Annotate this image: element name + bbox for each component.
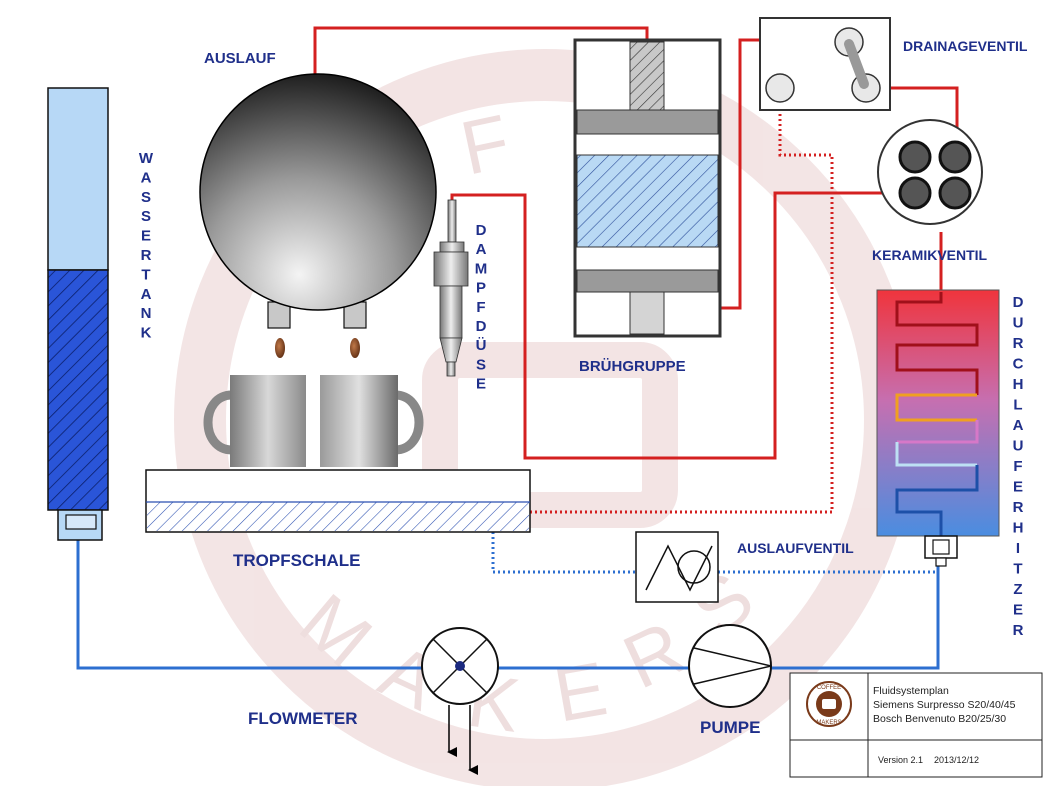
label-auslauf: AUSLAUF <box>204 50 276 67</box>
label-keramikventil: KERAMIKVENTIL <box>872 247 988 263</box>
label-pumpe: PUMPE <box>700 718 760 737</box>
hot-water-lines <box>313 26 959 460</box>
drain-dotted-line <box>530 104 834 514</box>
brew-group-line <box>720 38 760 310</box>
brew-group <box>573 38 722 338</box>
overflow-dotted-line <box>491 532 938 574</box>
label-tropfschale: TROPFSCHALE <box>233 551 361 570</box>
coffee-drop <box>350 338 360 358</box>
tank-to-pump-line <box>76 538 940 670</box>
logo-text-top: COFFEE <box>817 685 841 691</box>
watermark-letter: R <box>611 605 697 705</box>
version-text: Version 2.1 <box>878 755 923 765</box>
date-text: 2013/12/12 <box>934 755 979 765</box>
flowmeter <box>421 627 499 775</box>
drain-valve <box>759 17 891 111</box>
pump <box>688 624 772 708</box>
title-line-2: Siemens Surpresso S20/40/45 <box>873 699 1016 711</box>
title-block: COFFEE MAKERS Fluidsystemplan Siemens Su… <box>789 672 1043 778</box>
label-bruehgruppe: BRÜHGRUPPE <box>579 358 686 375</box>
boiler <box>199 73 437 358</box>
title-line-3: Bosch Benvenuto B20/25/30 <box>873 713 1006 725</box>
steam-line <box>450 191 900 460</box>
drip-tray <box>145 469 531 533</box>
ceramic-valve <box>877 119 983 225</box>
steam-nozzle <box>433 199 469 377</box>
cold-water-lines <box>76 538 940 670</box>
coffee-makers-logo: COFFEE MAKERS <box>806 681 852 727</box>
logo-text-bottom: MAKERS <box>816 720 841 726</box>
drain-valve-to-ceramic <box>880 86 959 140</box>
watermark-letter: F <box>454 99 517 192</box>
outlet-valve <box>635 531 719 603</box>
title-line-1: Fluidsystemplan <box>873 685 949 697</box>
cups <box>203 375 424 467</box>
label-auslaufventil: AUSLAUFVENTIL <box>737 540 854 556</box>
watermark-letter: E <box>548 646 613 739</box>
flow-heater <box>876 289 1000 567</box>
coffee-drop <box>275 338 285 358</box>
water-tank <box>47 87 109 541</box>
label-drainageventil: DRAINAGEVENTIL <box>903 38 1028 54</box>
label-flowmeter: FLOWMETER <box>248 709 358 728</box>
auslauf-line <box>313 26 649 80</box>
